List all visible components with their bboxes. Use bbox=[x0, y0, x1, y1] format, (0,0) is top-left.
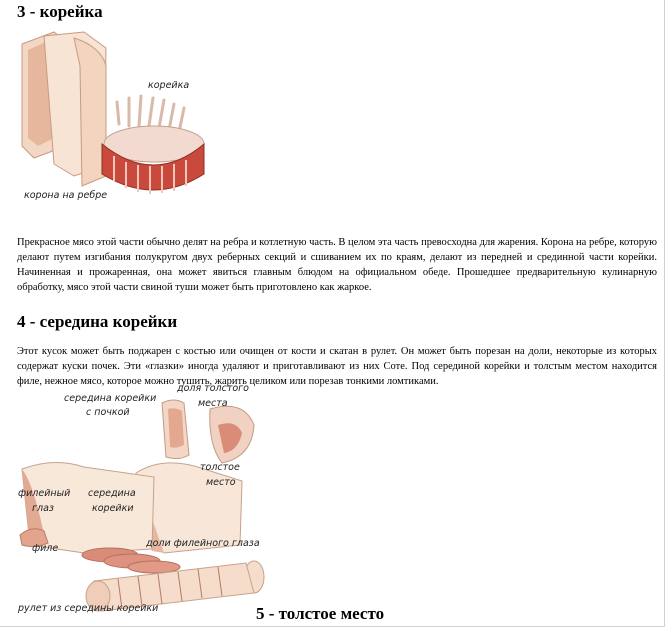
label-fillet: филе bbox=[32, 543, 59, 554]
label-thick-share-1: доля толстого bbox=[177, 383, 249, 394]
label-mid-2: корейки bbox=[92, 503, 134, 514]
label-thick-1: толстое bbox=[200, 462, 240, 473]
label-mid-1: середина bbox=[88, 488, 136, 499]
loin-center-illustration bbox=[19, 399, 265, 612]
section-3-title: 3 - корейка bbox=[17, 2, 103, 21]
label-eye-slices: доли филейного глаза bbox=[146, 538, 260, 549]
label-eye-2: глаз bbox=[32, 503, 54, 514]
label-thick-share-2: места bbox=[198, 398, 228, 409]
section-4-paragraph: Этот кусок может быть поджарен с костью … bbox=[17, 346, 657, 387]
section-4-title: 4 - середина корейки bbox=[17, 312, 178, 331]
label-loin: корейка bbox=[148, 80, 190, 91]
label-mid-kidney-2: с почкой bbox=[86, 407, 130, 418]
section-3-paragraph: Прекрасное мясо этой части обычно делят … bbox=[17, 237, 657, 293]
label-thick-2: место bbox=[206, 477, 236, 488]
label-mid-kidney-1: середина корейки bbox=[64, 393, 157, 404]
label-crown: корона на ребре bbox=[24, 190, 108, 201]
crown-roast-illustration bbox=[21, 31, 205, 194]
label-eye-1: филейный bbox=[18, 488, 71, 499]
label-roll: рулет из середины корейки bbox=[18, 603, 159, 614]
section-5-title: 5 - толстое место bbox=[256, 604, 385, 623]
